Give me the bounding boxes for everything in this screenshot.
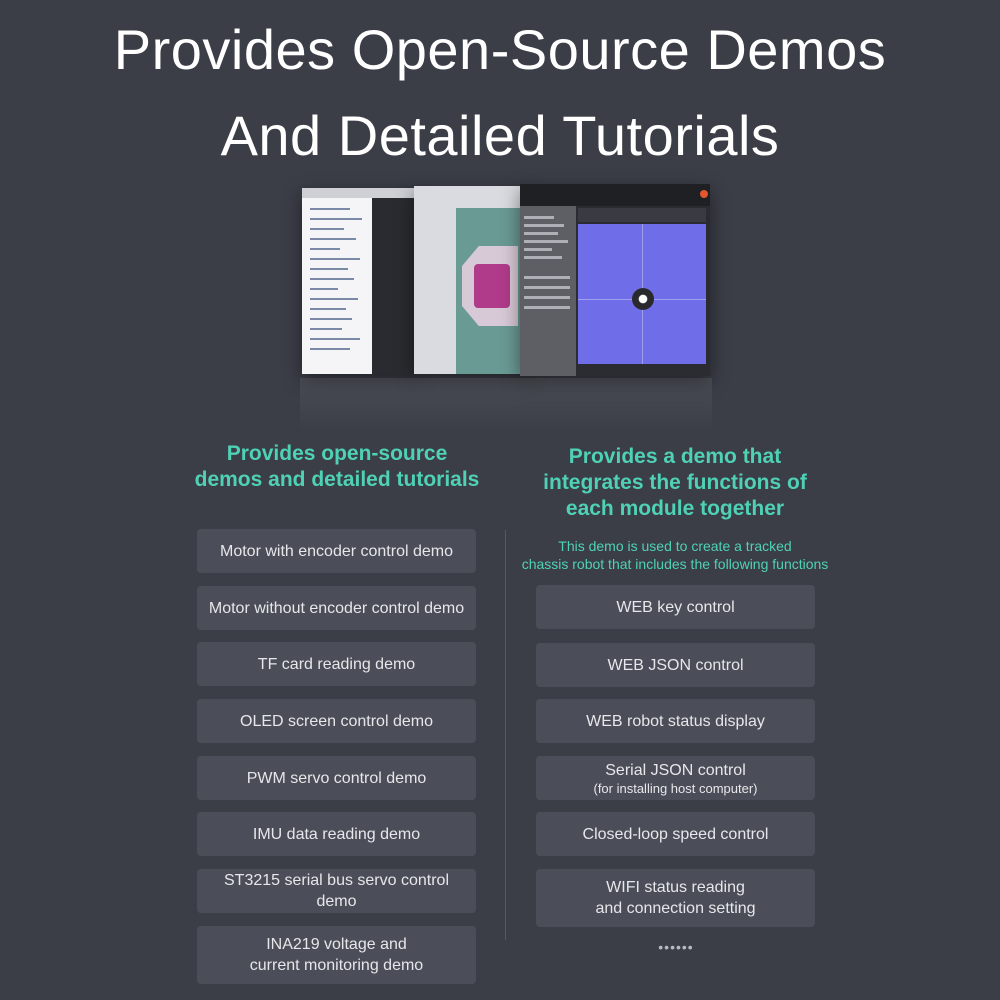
function-item: WEB key control: [536, 585, 815, 629]
demo-item: IMU data reading demo: [197, 812, 476, 856]
page-title-line2: And Detailed Tutorials: [220, 104, 780, 167]
demo-item: OLED screen control demo: [197, 699, 476, 743]
close-icon: [700, 190, 708, 198]
demo-item: Motor with encoder control demo: [197, 529, 476, 573]
column-divider: [505, 530, 506, 940]
function-item: WEB JSON control: [536, 643, 815, 687]
left-heading: Provides open-source demos and detailed …: [194, 442, 480, 491]
right-heading: Provides a demo that integrates the func…: [543, 445, 807, 520]
screenshot-code-editor: [302, 188, 420, 374]
demo-item: TF card reading demo: [197, 642, 476, 686]
demo-item: ST3215 serial bus servo control demo: [197, 869, 476, 913]
demo-item: INA219 voltage and current monitoring de…: [197, 926, 476, 984]
page-title-line1: Provides Open-Source Demos: [113, 18, 887, 81]
function-item: Closed-loop speed control: [536, 812, 815, 856]
right-subtitle: This demo is used to create a tracked ch…: [521, 538, 829, 572]
screenshot-model-viewer: [414, 186, 526, 374]
demo-item: Motor without encoder control demo: [197, 586, 476, 630]
function-item: Serial JSON control (for installing host…: [536, 756, 815, 800]
demo-item: PWM servo control demo: [197, 756, 476, 800]
function-item: WIFI status reading and connection setti…: [536, 869, 815, 927]
screenshot-simulator: [520, 184, 710, 376]
more-indicator: ••••••: [658, 939, 694, 955]
function-item: WEB robot status display: [536, 699, 815, 743]
